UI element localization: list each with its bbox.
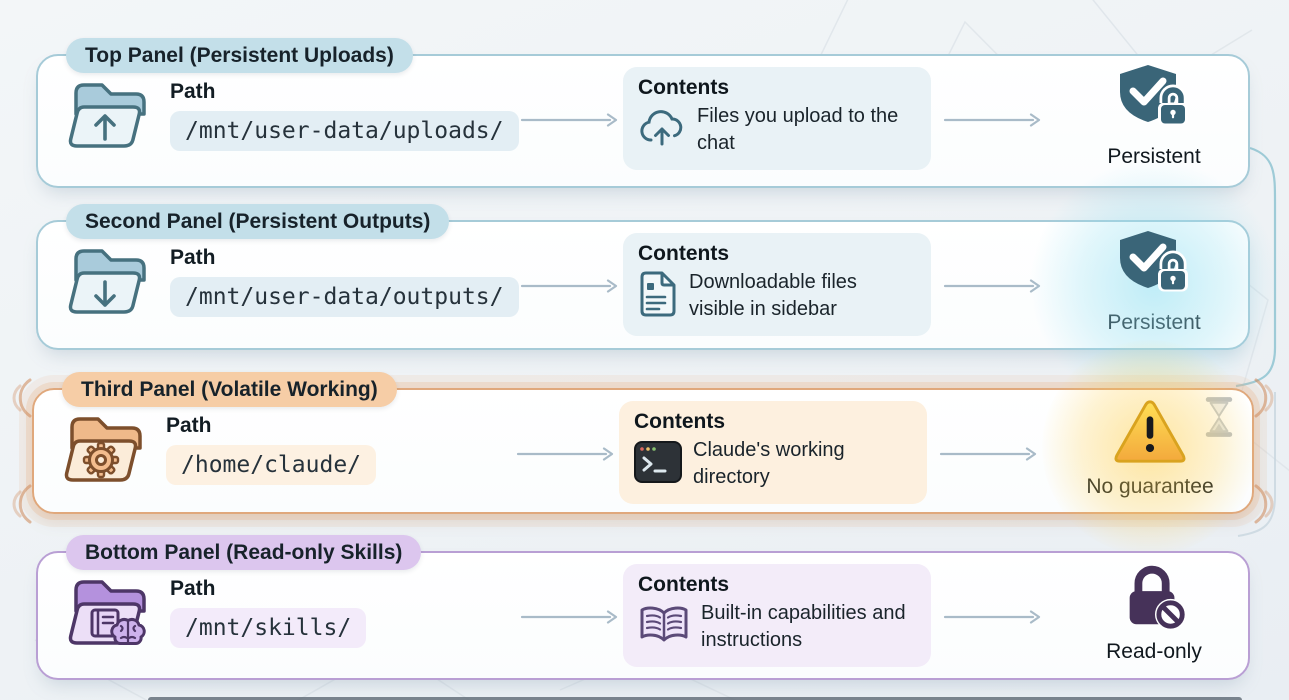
path-value: /mnt/user-data/uploads/: [170, 111, 519, 151]
status-label: No guarantee: [1086, 475, 1214, 498]
status-block: Persistent: [1029, 159, 1279, 409]
status-block: Persistent: [1056, 61, 1252, 169]
contents-heading: Contents: [634, 410, 725, 433]
flow-arrow: [943, 279, 1043, 298]
panel-title-text: Second Panel (Persistent Outputs): [85, 210, 431, 233]
warning-triangle-icon: [1108, 395, 1192, 472]
shake-marks: [12, 484, 32, 524]
status-block: Read-only: [1056, 558, 1252, 664]
flow-arrow: [520, 113, 620, 132]
status-label: Persistent: [1107, 311, 1201, 334]
panel-title-outputs: Second Panel (Persistent Outputs): [66, 204, 450, 239]
panel-title-text: Third Panel (Volatile Working): [81, 378, 378, 401]
folder-book-brain-icon: [60, 566, 160, 663]
panel-title-skills: Bottom Panel (Read-only Skills): [66, 535, 422, 570]
contents-card: Contents Files you upload to the chat: [623, 67, 931, 170]
hourglass-icon: [1202, 395, 1236, 444]
contents-description: Claude's working directory: [693, 439, 845, 488]
shake-marks: [1254, 378, 1274, 418]
folder-gear-icon: [56, 403, 152, 496]
document-icon: [638, 270, 678, 323]
flow-arrow: [516, 447, 616, 466]
shake-marks: [1254, 484, 1274, 524]
contents-card: Contents Downloadable files visible in s…: [623, 233, 931, 336]
path-block: Path /mnt/skills/: [170, 577, 367, 648]
flow-arrow: [943, 610, 1043, 629]
shield-check-lock-icon: [1114, 61, 1194, 142]
folder-upload-icon: [60, 69, 156, 162]
contents-card: Contents Built-in capabilities and instr…: [623, 564, 931, 667]
contents-heading: Contents: [638, 76, 729, 99]
contents-heading: Contents: [638, 242, 729, 265]
path-label: Path: [170, 80, 216, 103]
status-label: Read-only: [1106, 640, 1202, 663]
contents-heading: Contents: [638, 573, 729, 596]
panel-persistent-outputs: Second Panel (Persistent Outputs) Path /…: [36, 159, 1279, 409]
path-label: Path: [170, 246, 216, 269]
contents-card: Contents Claude's working directory: [619, 401, 927, 504]
panel-persistent-uploads: Top Panel (Persistent Uploads) Path /mnt…: [36, 38, 1252, 188]
panel-title-text: Top Panel (Persistent Uploads): [85, 44, 394, 67]
path-block: Path /mnt/user-data/uploads/: [170, 80, 519, 151]
contents-description: Built-in capabilities and instructions: [701, 602, 906, 651]
shield-check-lock-icon: [1114, 227, 1194, 308]
flow-arrow: [520, 279, 620, 298]
cloud-upload-icon: [638, 108, 686, 153]
path-label: Path: [166, 414, 212, 437]
panel-volatile-working: Third Panel (Volatile Working): [12, 340, 1274, 555]
open-book-icon: [638, 604, 690, 651]
contents-description: Downloadable files visible in sidebar: [689, 271, 857, 320]
panel-readonly-skills: Bottom Panel (Read-only Skills) Path /mn…: [36, 535, 1252, 680]
lock-prohibited-icon: [1116, 558, 1192, 637]
status-label: Persistent: [1107, 145, 1201, 168]
panel-title-uploads: Top Panel (Persistent Uploads): [66, 38, 413, 73]
path-label: Path: [170, 577, 216, 600]
terminal-icon: [634, 440, 682, 488]
flow-arrow: [939, 447, 1039, 466]
path-block: Path /mnt/user-data/outputs/: [170, 246, 519, 317]
path-block: Path /home/claude/: [166, 414, 377, 485]
flow-arrow: [943, 113, 1043, 132]
contents-description: Files you upload to the chat: [697, 105, 899, 154]
path-value: /home/claude/: [166, 445, 377, 485]
flow-arrow: [520, 610, 620, 629]
panel-title-working: Third Panel (Volatile Working): [62, 372, 397, 407]
folder-download-icon: [60, 235, 156, 328]
path-value: /mnt/user-data/outputs/: [170, 277, 519, 317]
shake-marks: [12, 378, 32, 418]
path-value: /mnt/skills/: [170, 608, 367, 648]
panel-title-text: Bottom Panel (Read-only Skills): [85, 541, 403, 564]
